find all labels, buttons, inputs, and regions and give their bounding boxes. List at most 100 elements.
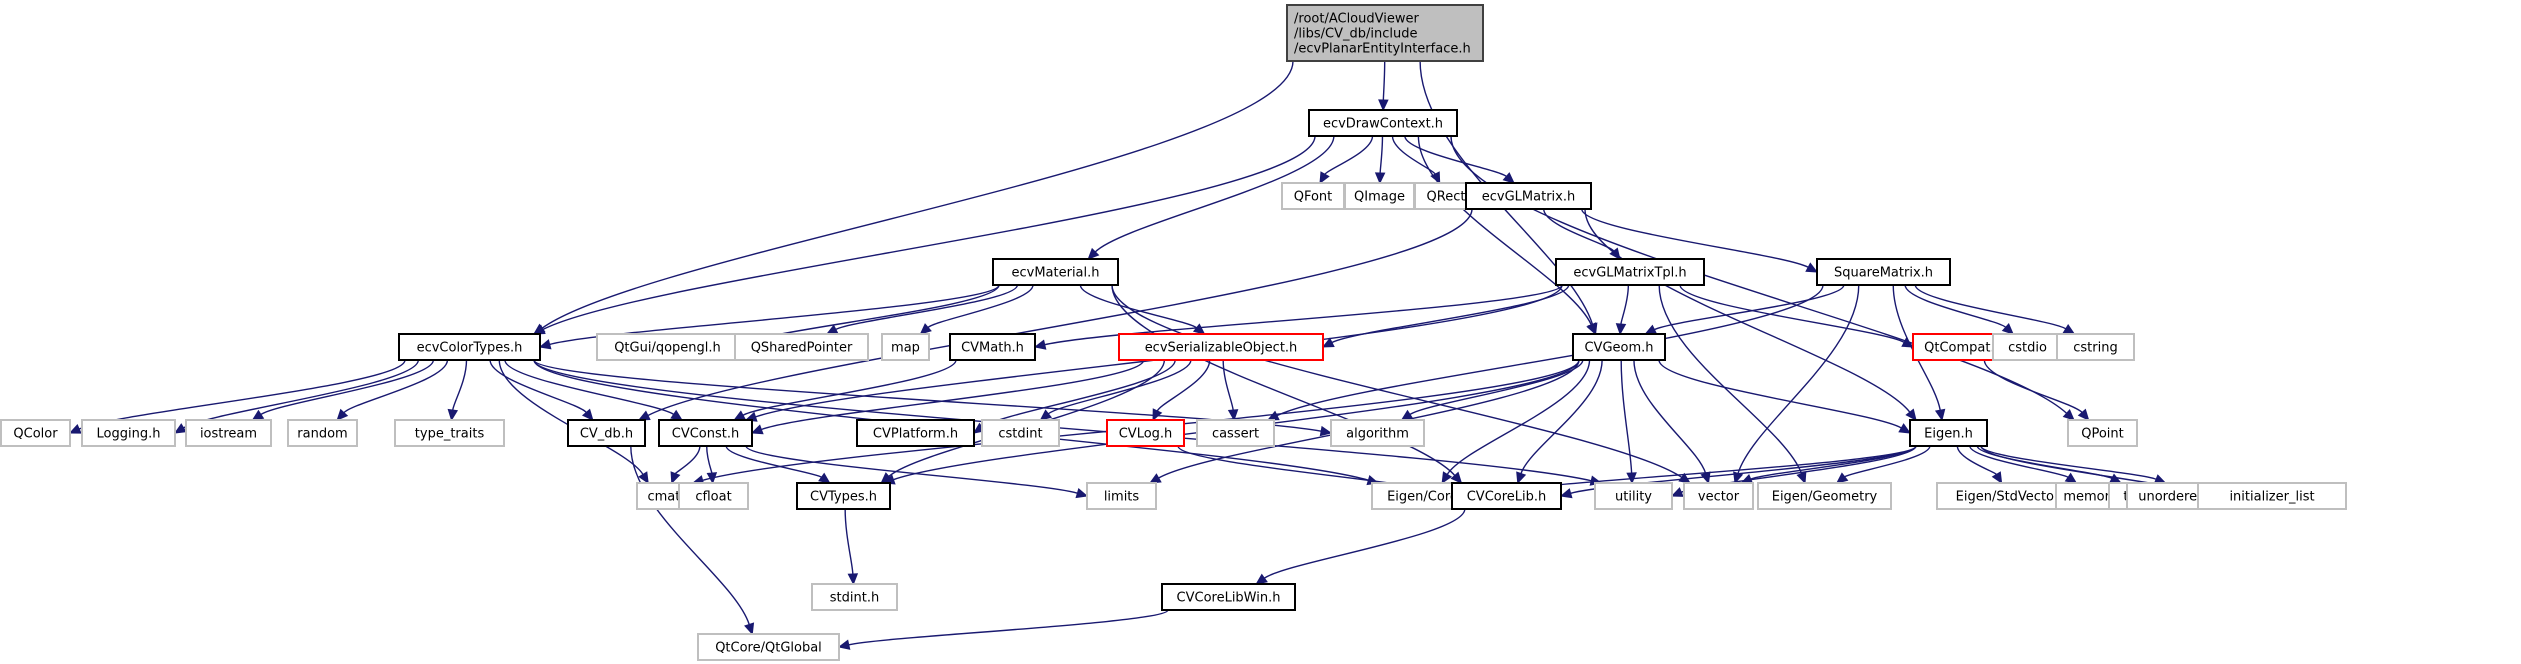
arrowhead-icon: [919, 323, 932, 335]
arrowhead-icon: [733, 410, 746, 421]
edge-ecvmaterial-to-ecvserializableobject: [1079, 284, 1206, 335]
node-ecvglmatrixtpl[interactable]: ecvGLMatrixTpl.h: [1555, 258, 1705, 286]
edge-line: [1980, 445, 2157, 480]
node-eigengeometry: Eigen/Geometry: [1757, 482, 1892, 510]
node-box: [949, 333, 1036, 361]
edge-line: [1983, 359, 2083, 413]
node-cvconst[interactable]: CVConst.h: [658, 419, 753, 447]
node-ecvmaterial[interactable]: ecvMaterial.h: [992, 258, 1119, 286]
edge-ecvserializableobject-to-cvconst: [750, 359, 1145, 435]
edge-line: [835, 284, 1019, 331]
arrowhead-icon: [336, 408, 349, 421]
edge-line: [1264, 508, 1466, 579]
node-label: CVCoreLibWin.h: [1177, 591, 1281, 606]
arrowhead-icon: [1192, 323, 1206, 335]
node-cv-db[interactable]: CV_db.h: [567, 419, 646, 447]
node-cstring: cstring: [2056, 333, 2135, 361]
edge-ecvglmatrixtpl-to-cvmath: [1033, 284, 1563, 350]
node-box: [1909, 419, 1988, 447]
node-cvcorelib[interactable]: CVCoreLib.h: [1451, 482, 1562, 510]
edge-line: [183, 359, 420, 429]
edge-ecvcolortypes-to-cv_db: [489, 359, 594, 421]
node-eigen[interactable]: Eigen.h: [1909, 419, 1988, 447]
edge-line: [1404, 135, 1507, 178]
edge-line: [630, 445, 750, 625]
edge-line: [1111, 284, 1683, 478]
edge-line: [1658, 359, 1902, 429]
node-ecvglmatrix[interactable]: ecvGLMatrix.h: [1465, 182, 1592, 210]
node-label: CV_db.h: [580, 427, 633, 442]
node-label: limits: [1104, 490, 1140, 505]
arrowhead-icon: [1835, 472, 1849, 484]
node-ecvserializableobject[interactable]: ecvSerializableObject.h: [1118, 333, 1324, 361]
edge-line: [260, 359, 435, 416]
node-box: [2067, 419, 2138, 447]
edge-line: [927, 284, 1034, 329]
node-box: [1451, 482, 1562, 510]
node-squarematrix[interactable]: SquareMatrix.h: [1816, 258, 1951, 286]
arrowhead-icon: [1033, 339, 1047, 350]
node-ecvdrawcontext[interactable]: ecvDrawContext.h: [1308, 109, 1458, 137]
edge-cvconst-to-cvtypes: [725, 445, 831, 484]
edge-cvconst-to-limits: [745, 445, 1089, 499]
node-box: [81, 419, 176, 447]
node-box: [981, 419, 1060, 447]
edge-line: [674, 445, 701, 475]
node-label: CVGeom.h: [1584, 341, 1653, 356]
node-cvplatform[interactable]: CVPlatform.h: [856, 419, 975, 447]
node-label: cfloat: [695, 490, 731, 505]
node-label: CVConst.h: [672, 427, 739, 442]
arrowhead-icon: [2001, 323, 2015, 335]
node-cvcorelibwin[interactable]: CVCoreLibWin.h: [1161, 583, 1296, 611]
edge-line: [725, 445, 822, 478]
node-label: cassert: [1212, 427, 1259, 442]
edge-ecvglmatrix-to-eigen: [1584, 208, 1917, 421]
node-cvtypes[interactable]: CVTypes.h: [796, 482, 891, 510]
arrowhead-icon: [1805, 262, 1819, 273]
node-box: [1683, 482, 1754, 510]
nodes-layer: /root/ACloudViewer/libs/CV_db/include/ec…: [0, 4, 2347, 661]
arrowhead-icon: [447, 408, 459, 422]
node-root[interactable]: /root/ACloudViewer/libs/CV_db/include/ec…: [1286, 4, 1484, 62]
edge-root-to-ecvdrawcontext: [1378, 60, 1389, 112]
arrowhead-icon: [2064, 472, 2078, 484]
arrowhead-icon: [818, 472, 831, 484]
node-box: [856, 419, 975, 447]
edge-line: [1969, 445, 2069, 478]
edge-line: [1417, 135, 1592, 326]
edge-ecvglmatrix-to-cv_db: [637, 208, 1473, 421]
edge-ecvmaterial-to-cvcorelib: [1111, 284, 1463, 484]
edge-line: [1904, 284, 2007, 328]
arrowhead-icon: [750, 424, 764, 435]
arrowhead-icon: [1898, 423, 1912, 434]
node-ecvcolortypes[interactable]: ecvColorTypes.h: [398, 333, 541, 361]
edge-ecvglmatrix-to-ecvglmatrixtpl: [1543, 208, 1621, 260]
node-eigenstdvector: Eigen/StdVector: [1936, 482, 2079, 510]
arrowhead-icon: [706, 472, 718, 485]
edge-line: [1737, 284, 1860, 474]
node-label: QImage: [1354, 190, 1405, 205]
edge-line: [647, 208, 1473, 417]
arrowhead-icon: [670, 409, 683, 421]
edge-ecvdrawcontext-to-qimage: [1374, 135, 1386, 185]
arrowhead-icon: [1740, 474, 1754, 484]
node-cvmath[interactable]: CVMath.h: [949, 333, 1036, 361]
node-label: QtCompat.h: [1924, 341, 2003, 356]
edge-eigen-to-memory: [1969, 445, 2078, 484]
node-label: vector: [1698, 490, 1740, 505]
node-cvgeom[interactable]: CVGeom.h: [1572, 333, 1666, 361]
edge-line: [1658, 284, 1803, 474]
node-label: cstdint: [998, 427, 1042, 442]
node-box: [734, 333, 869, 361]
edge-line: [1324, 135, 1374, 175]
edge-line: [1276, 284, 1824, 417]
node-box: [1344, 182, 1415, 210]
node-qimage: QImage: [1344, 182, 1415, 210]
node-box: [1286, 4, 1484, 62]
edge-squarematrix-to-vector: [1733, 284, 1860, 485]
node-box: [0, 419, 71, 447]
edge-qtcompat-to-qpoint: [1983, 359, 2090, 421]
node-cvlog[interactable]: CVLog.h: [1106, 419, 1185, 447]
node-cassert: cassert: [1196, 419, 1275, 447]
